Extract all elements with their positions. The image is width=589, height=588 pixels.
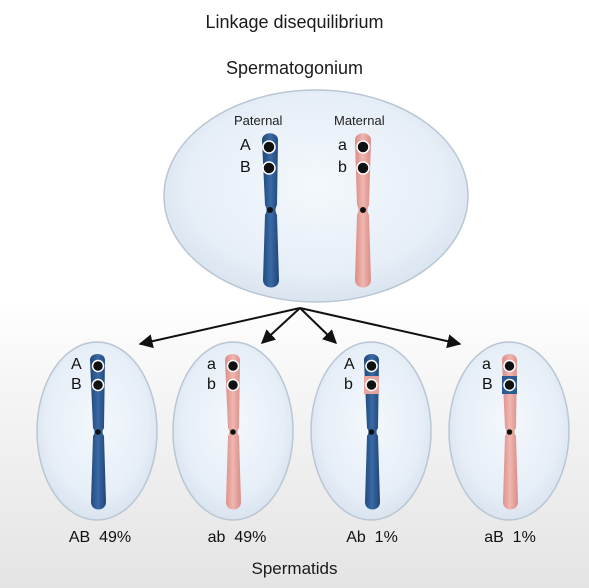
spermatid-2-locus-2-marker xyxy=(226,378,240,392)
spermatid-4-centromere xyxy=(506,429,513,435)
spermatid-2-chromosome xyxy=(225,354,241,510)
spermatogonium-label: Spermatogonium xyxy=(225,58,364,78)
spermatid-3-centromere xyxy=(368,429,375,435)
spermatid-4-locus-1-marker xyxy=(503,359,516,373)
paternal-label: Paternal xyxy=(234,113,283,128)
spermatogonium-cell xyxy=(163,89,469,303)
paternal-chromosome xyxy=(262,133,279,288)
spermatid-2-caption: ab 49% xyxy=(207,529,267,546)
spermatid-1-locus-2-marker xyxy=(91,378,105,392)
spermatid-3-allele-2: b xyxy=(344,376,353,393)
maternal-locus-b-marker xyxy=(356,161,370,175)
paternal-locus-B-marker xyxy=(262,161,276,175)
arrow-to-spermatid-3 xyxy=(299,307,338,344)
paternal-allele-2: B xyxy=(240,159,251,176)
maternal-locus-a-marker xyxy=(356,140,370,154)
spermatid-1-caption: AB 49% xyxy=(68,529,132,546)
spermatid-3-allele-1: A xyxy=(344,356,355,373)
maternal-centromere xyxy=(360,207,366,213)
spermatid-1-locus-1-marker xyxy=(91,359,105,373)
spermatid-4-caption: aB 1% xyxy=(484,529,536,546)
spermatid-1-centromere xyxy=(95,429,101,435)
spermatid-3-chromosome xyxy=(364,354,380,510)
meiosis-arrows xyxy=(138,307,462,349)
spermatid-3-caption: Ab 1% xyxy=(346,529,398,546)
spermatid-4-locus-2-marker xyxy=(503,378,516,392)
spermatid-2-allele-2: b xyxy=(207,376,216,393)
spermatid-2-allele-1: a xyxy=(207,356,216,373)
arrow-to-spermatid-2 xyxy=(260,307,301,344)
maternal-chromosome xyxy=(355,133,371,288)
maternal-allele-2: b xyxy=(338,159,347,176)
spermatid-3-locus-2-marker xyxy=(365,378,378,392)
spermatids-label: Spermatids xyxy=(251,559,338,578)
maternal-allele-1: a xyxy=(338,137,347,154)
diagram-title: Linkage disequilibrium xyxy=(205,12,384,32)
paternal-allele-1: A xyxy=(240,137,251,154)
arrow-to-spermatid-1 xyxy=(138,307,301,349)
paternal-locus-A-marker xyxy=(262,140,276,154)
spermatid-4-allele-2: B xyxy=(482,376,493,393)
spermatid-3-locus-1-marker xyxy=(365,359,378,373)
spermatid-4-chromosome xyxy=(502,354,518,510)
spermatid-1-allele-1: A xyxy=(71,356,82,373)
paternal-centromere xyxy=(267,207,273,213)
spermatid-4-allele-1: a xyxy=(482,356,491,373)
spermatid-2-locus-1-marker xyxy=(226,359,240,373)
arrow-to-spermatid-4 xyxy=(299,307,462,349)
maternal-label: Maternal xyxy=(334,113,385,128)
spermatid-1-chromosome xyxy=(90,354,106,510)
spermatid-1-allele-2: B xyxy=(71,376,82,393)
spermatid-2-centromere xyxy=(230,429,236,435)
